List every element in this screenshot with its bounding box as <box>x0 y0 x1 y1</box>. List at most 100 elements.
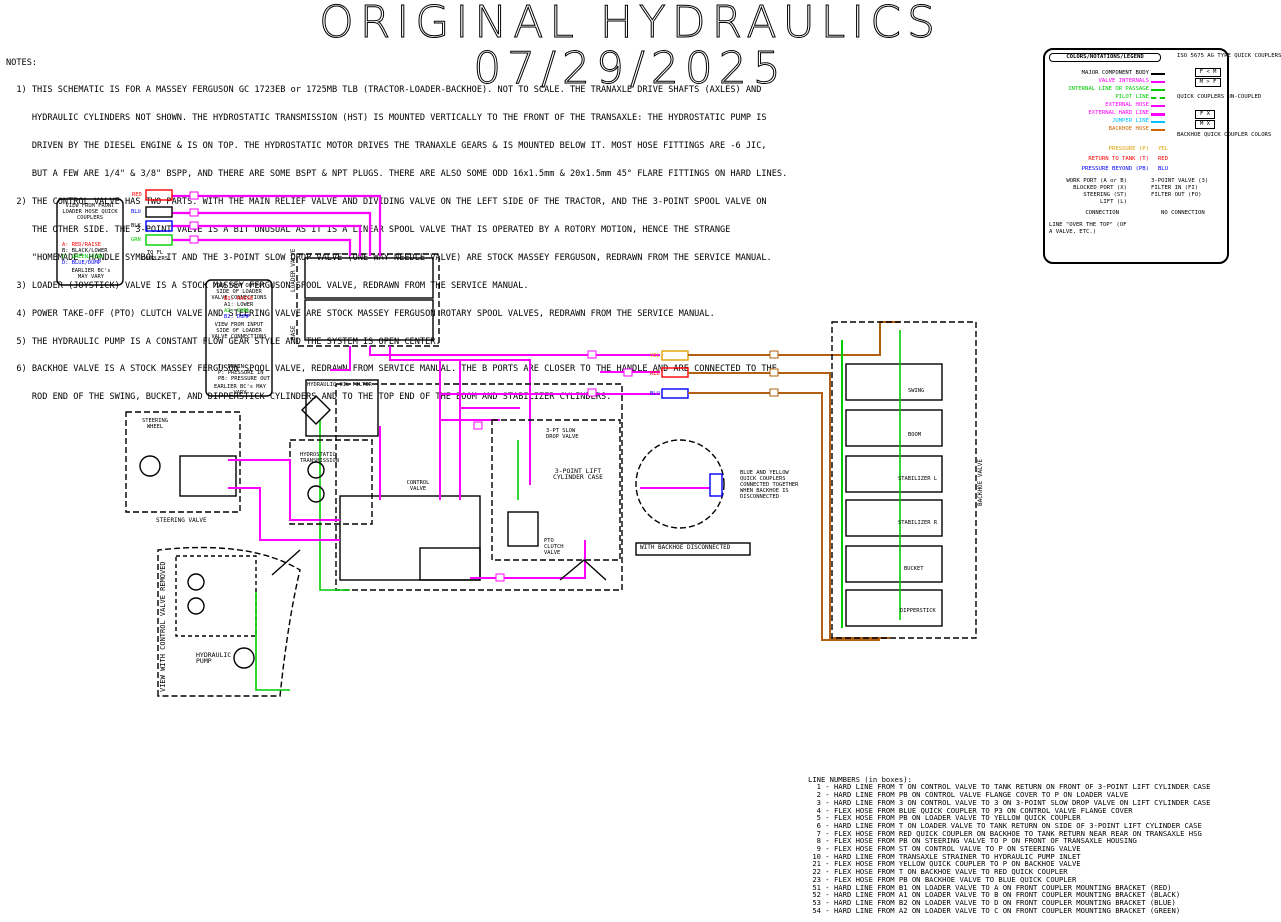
legend-tag-blu: BLU <box>1157 166 1169 172</box>
note-line: DRIVEN BY THE DIESEL ENGINE & IS ON TOP.… <box>6 141 767 152</box>
output-item-a2: A2: CURL <box>224 308 250 314</box>
front-item-a: A: RED/RAISE <box>62 242 101 248</box>
legend-beyond: PRESSURE BEYOND (PB) <box>1081 166 1149 172</box>
line-numbers-block: LINE NUMBERS (in boxes): 1 - HARD LINE F… <box>808 768 1228 922</box>
line-number-item: 7 - FLEX HOSE FROM RED QUICK COUPLER ON … <box>808 828 1202 838</box>
legend-header: COLORS/NOTATIONS/LEGEND <box>1049 53 1161 62</box>
hyd-pump-label: HYDRAULIC PUMP <box>196 651 232 665</box>
line-number-item: 51 - HARD LINE FROM B1 ON LOADER VALVE T… <box>808 882 1172 892</box>
legend-tag-red: RED <box>1157 156 1169 162</box>
line-number-item: 5 - FLEX HOSE FROM PB ON LOADER VALVE TO… <box>808 813 1081 823</box>
loader-section-2 <box>304 299 434 341</box>
to-couplers-label: TO FL COUPLERS <box>142 250 168 262</box>
legend-coupler-fm: F < M <box>1195 68 1221 77</box>
legend-port-right: 3-POINT VALVE (3) <box>1151 178 1209 184</box>
mid-coupler-yel: YEL <box>650 353 660 359</box>
notes-block: NOTES: 1) THIS SCHEMATIC IS FOR A MASSEY… <box>6 40 1036 412</box>
legend-port-right: FILTER OUT (FO) <box>1151 192 1202 198</box>
output-item-b1: B1: RAISE <box>224 296 254 302</box>
legend-swatch <box>1151 73 1165 75</box>
legend-row: EXTERNAL HOSE <box>1105 102 1149 108</box>
legend-swatch <box>1151 97 1165 99</box>
legend-uncoupled-m: M X <box>1195 120 1215 129</box>
legend-row: PILOT LINE <box>1115 94 1149 100</box>
line-number-item: 9 - FLEX HOSE FROM ST ON CONTROL VALVE T… <box>808 844 1081 854</box>
line-number-item: 53 - HARD LINE FROM B2 ON LOADER VALVE T… <box>808 897 1176 907</box>
section-boom: BOOM <box>908 432 921 438</box>
legend-uncoupled-f: F X <box>1195 110 1215 119</box>
legend-swatch <box>1151 81 1165 83</box>
input-item-pb: PB: PRESSURE OUT <box>218 376 270 382</box>
input-view-label: VIEW FROM INPUT SIDE OF LOADER VALVE CON… <box>211 322 267 340</box>
earlier-bc2-label: EARLIER BC's MAY VARY <box>214 384 266 396</box>
note-line: HYDRAULIC CYLINDERS NOT SHOWN. THE HYDRO… <box>6 113 767 124</box>
blue-yellow-label: BLUE AND YELLOW QUICK COUPLERS CONNECTED… <box>740 470 799 500</box>
line-number-item: 52 - HARD LINE FROM A1 ON LOADER VALVE T… <box>808 890 1181 900</box>
hydrostatic-label: HYDROSTATIC TRANSMISSION <box>300 452 339 464</box>
coupler-blk: BLK <box>131 223 141 229</box>
note-line: 5) THE HYDRAULIC PUMP IS A CONSTANT FLOW… <box>6 336 441 347</box>
steering-valve-label: STEERING VALVE <box>156 517 207 524</box>
section-bucket: BUCKET <box>904 566 924 572</box>
backhoe-valve-label: BACKHOE VALVE <box>977 459 984 506</box>
slow-drop-label: 3-PT SLOW DROP VALVE <box>546 428 579 440</box>
base-label: BASE <box>290 325 297 340</box>
line-number-item: 23 - FLEX HOSE FROM PB ON BACKHOE VALVE … <box>808 874 1077 884</box>
legend-no-connection: NO CONNECTION <box>1161 210 1205 216</box>
control-valve-box <box>335 383 623 591</box>
section-swing: SWING <box>908 388 925 394</box>
front-view-label: VIEW FROM FRONT LOADER HOSE QUICK COUPLE… <box>62 203 118 221</box>
steering-wheel-label: STEERING WHEEL <box>142 418 168 430</box>
page-title: ORIGINAL HYDRAULICS 07/29/2025 <box>319 0 941 94</box>
legend-backhoe-header: BACKHOE QUICK COUPLER COLORS <box>1177 132 1272 138</box>
front-item-c: C: GREEN/CURL <box>62 254 105 260</box>
line-number-item: 8 - FLEX HOSE FROM PB ON STEERING VALVE … <box>808 836 1137 846</box>
coupler-red: RED <box>132 192 142 198</box>
mid-coupler-blu: BLU <box>650 391 660 397</box>
legend-port: LIFT (L) <box>1100 199 1127 205</box>
note-line: BUT A FEW ARE 1/4" & 3/8" BSPP, AND THER… <box>6 169 788 180</box>
front-item-d: D: BLUE/DUMP <box>62 260 101 266</box>
output-item-a1: A1: LOWER <box>224 302 254 308</box>
section-stab-l: STABILIZER L <box>898 476 937 482</box>
line-number-item: 21 - FLEX HOSE FROM YELLOW QUICK COUPLER… <box>808 859 1081 869</box>
line-number-item: 4 - FLEX HOSE FROM BLUE QUICK COUPLER TO… <box>808 805 1133 815</box>
control-valve-label: CONTROL VALVE <box>406 480 430 492</box>
legend-coupler-mf: M > F <box>1195 78 1221 87</box>
coupler-grn: GRN <box>131 237 141 243</box>
legend-swatch <box>1151 121 1165 123</box>
note-line: 3) LOADER (JOYSTICK) VALVE IS A STOCK MA… <box>6 280 529 291</box>
line-number-item: 10 - HARD LINE FROM TRANSAXLE STRAINER T… <box>808 851 1081 861</box>
input-item-t: T: DRAIN <box>218 364 244 370</box>
three-point-label: 3-POINT LIFT CYLINDER CASE <box>552 467 604 481</box>
legend-uncoupled: QUICK COUPLERS UN-COUPLED <box>1177 94 1262 100</box>
legend-row: VALVE INTERNALS <box>1098 78 1149 84</box>
line-number-item: 3 - HARD LINE FROM 3 ON CONTROL VALVE TO… <box>808 797 1211 807</box>
line-number-item: 6 - HARD LINE FROM T ON LOADER VALVE TO … <box>808 820 1202 830</box>
pto-label: PTO CLUTCH VALVE <box>544 538 564 556</box>
notes-header: NOTES: <box>6 57 38 68</box>
legend-port: WORK PORT (A or B) <box>1066 178 1127 184</box>
legend-port: STEERING (ST) <box>1083 192 1127 198</box>
note-line: 2) THE CONTROL VALVE HAS TWO PARTS. WITH… <box>6 197 767 208</box>
legend-port: BLOCKED PORT (X) <box>1073 185 1127 191</box>
line-numbers-header: LINE NUMBERS (in boxes): <box>808 774 912 784</box>
backhoe-disc-label: WITH BACKHOE DISCONNECTED <box>640 544 731 551</box>
legend-swatch <box>1151 113 1165 116</box>
line-number-item: 2 - HARD LINE FROM PB ON CONTROL VALVE F… <box>808 790 1129 800</box>
legend-over-top: LINE "OVER THE TOP" (OF A VALVE, ETC.) <box>1049 222 1127 235</box>
legend-row: BACKHOE HOSE <box>1108 126 1149 132</box>
legend-row: MAJOR COMPONENT BODY <box>1081 70 1149 76</box>
coupler-blu: BLU <box>131 209 141 215</box>
line-number-item: 22 - FLEX HOSE FROM T ON BACKHOE VALVE T… <box>808 867 1068 877</box>
front-item-b: B: BLACK/LOWER <box>62 248 108 254</box>
note-line: 1) THIS SCHEMATIC IS FOR A MASSEY FERGUS… <box>6 85 762 96</box>
legend-swatch <box>1151 129 1165 131</box>
legend-row: JUMPER LINE <box>1111 118 1149 124</box>
note-line: ROD END OF THE SWING, BUCKET, AND DIPPER… <box>6 392 612 403</box>
note-line: 4) POWER TAKE-OFF (PTO) CLUTCH VALVE AND… <box>6 308 715 319</box>
loader-section-1 <box>304 257 434 299</box>
legend-swatch <box>1151 105 1165 107</box>
legend-swatch <box>1151 89 1165 91</box>
earlier-bc-label: EARLIER BC's MAY VARY <box>71 268 111 280</box>
